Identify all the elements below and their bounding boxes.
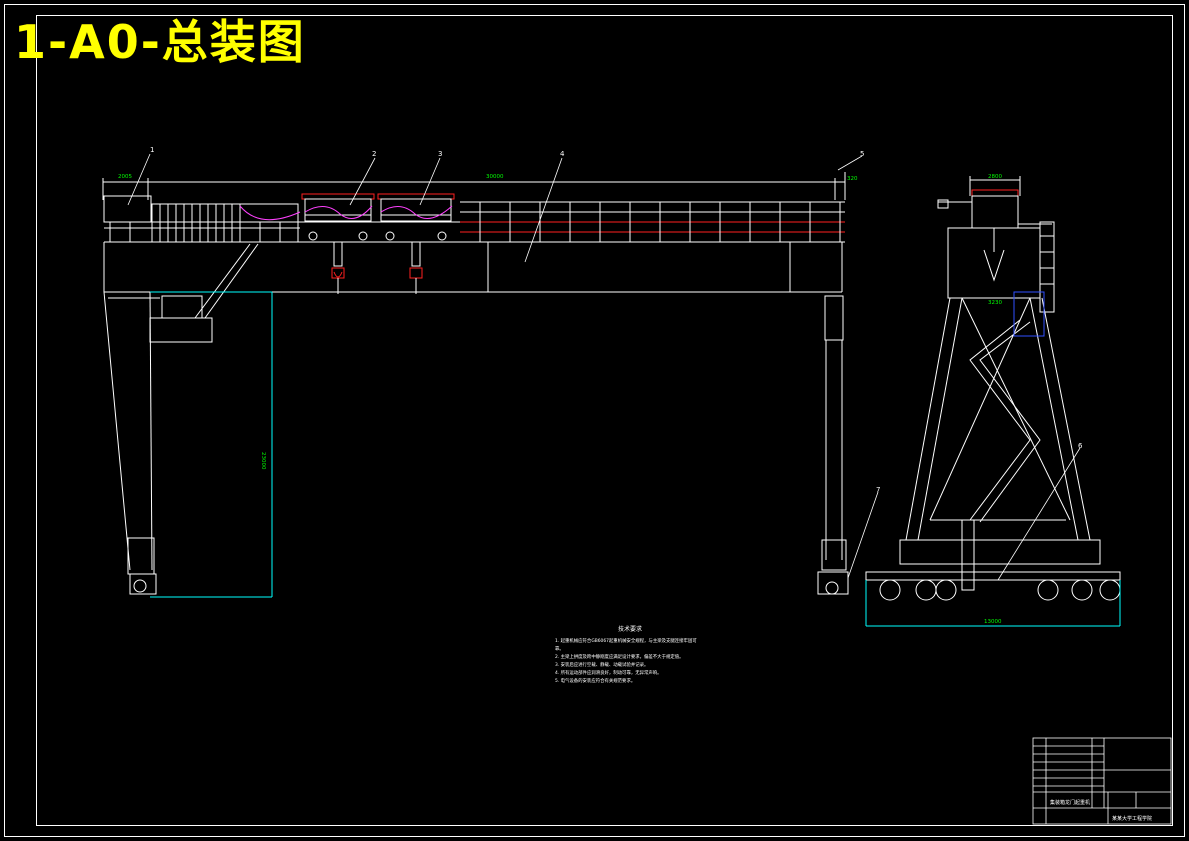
tech-line-3: 3. 安装后应进行空载、静载、动载试验并记录。 <box>555 663 649 668</box>
tech-line-5: 5. 电气设备的安装应符合有关规范要求。 <box>555 679 636 684</box>
dim-side-mid: 3230 <box>988 300 1002 306</box>
callout-3: 3 <box>438 150 442 158</box>
outer-border <box>4 4 1185 837</box>
height-dim <box>150 291 273 598</box>
dim-side-top: 2800 <box>988 174 1002 180</box>
tech-line-1: 1. 起重机械应符合GB6067起重机械安全规程，与主梁及支腿连接牢固可靠。 <box>555 639 697 652</box>
dim-right-end: 320 <box>847 176 858 182</box>
dim-left-overhang: 2005 <box>118 174 132 180</box>
title-block-school: 某某大学工程学院 <box>1112 815 1152 822</box>
inner-border <box>36 15 1173 826</box>
tech-line-4: 4. 所有运动部件应润滑良好，制动可靠，无异常声响。 <box>555 671 662 676</box>
left-leg <box>103 291 160 595</box>
title-block <box>1032 737 1172 825</box>
dim-span: 30000 <box>486 174 504 180</box>
trolley-2 <box>301 193 375 294</box>
left-ladder <box>149 241 259 343</box>
cable-festoon <box>151 203 301 243</box>
callout-6: 6 <box>1078 442 1083 450</box>
technical-requirements: 技术要求 1. 起重机械应符合GB6067起重机械安全规程，与主梁及支腿连接牢固… <box>555 626 705 686</box>
callout-leaders <box>127 153 1081 581</box>
page-title: 1-A0-总装图 <box>14 15 306 69</box>
callout-5: 5 <box>860 150 864 158</box>
front-elevation <box>102 172 849 598</box>
right-leg <box>817 295 849 595</box>
title-block-drawing-name: 集装箱龙门起重机 <box>1050 799 1090 806</box>
callout-4: 4 <box>560 150 565 158</box>
technical-requirements-heading: 技术要求 <box>617 626 642 633</box>
callout-2: 2 <box>372 150 376 158</box>
trolley-3 <box>377 193 455 294</box>
end-cabin <box>103 195 152 223</box>
railing-posts <box>109 202 841 242</box>
dim-height: 23000 <box>260 452 266 470</box>
tech-line-2: 2. 主梁上拱度及跨中静刚度应满足设计要求，偏差不大于规定值。 <box>555 655 684 660</box>
dim-side-base: 13000 <box>984 619 1002 625</box>
callout-1: 1 <box>150 146 154 154</box>
side-elevation <box>865 176 1121 627</box>
callout-7: 7 <box>876 486 880 494</box>
